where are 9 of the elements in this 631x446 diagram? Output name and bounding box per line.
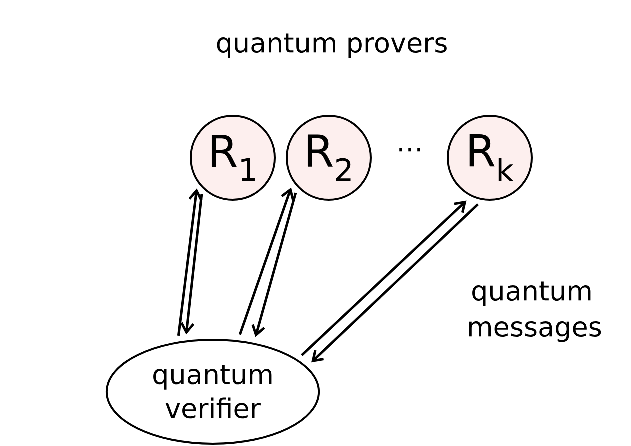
ellipsis: … (400, 148, 420, 152)
arrow (180, 194, 204, 335)
arrow (177, 188, 203, 336)
arrow (252, 192, 298, 338)
arrow (238, 188, 295, 336)
arrow (301, 200, 467, 356)
messages-label: quantum messages (469, 282, 602, 342)
arrow (312, 204, 480, 363)
title: quantum provers (217, 34, 447, 58)
